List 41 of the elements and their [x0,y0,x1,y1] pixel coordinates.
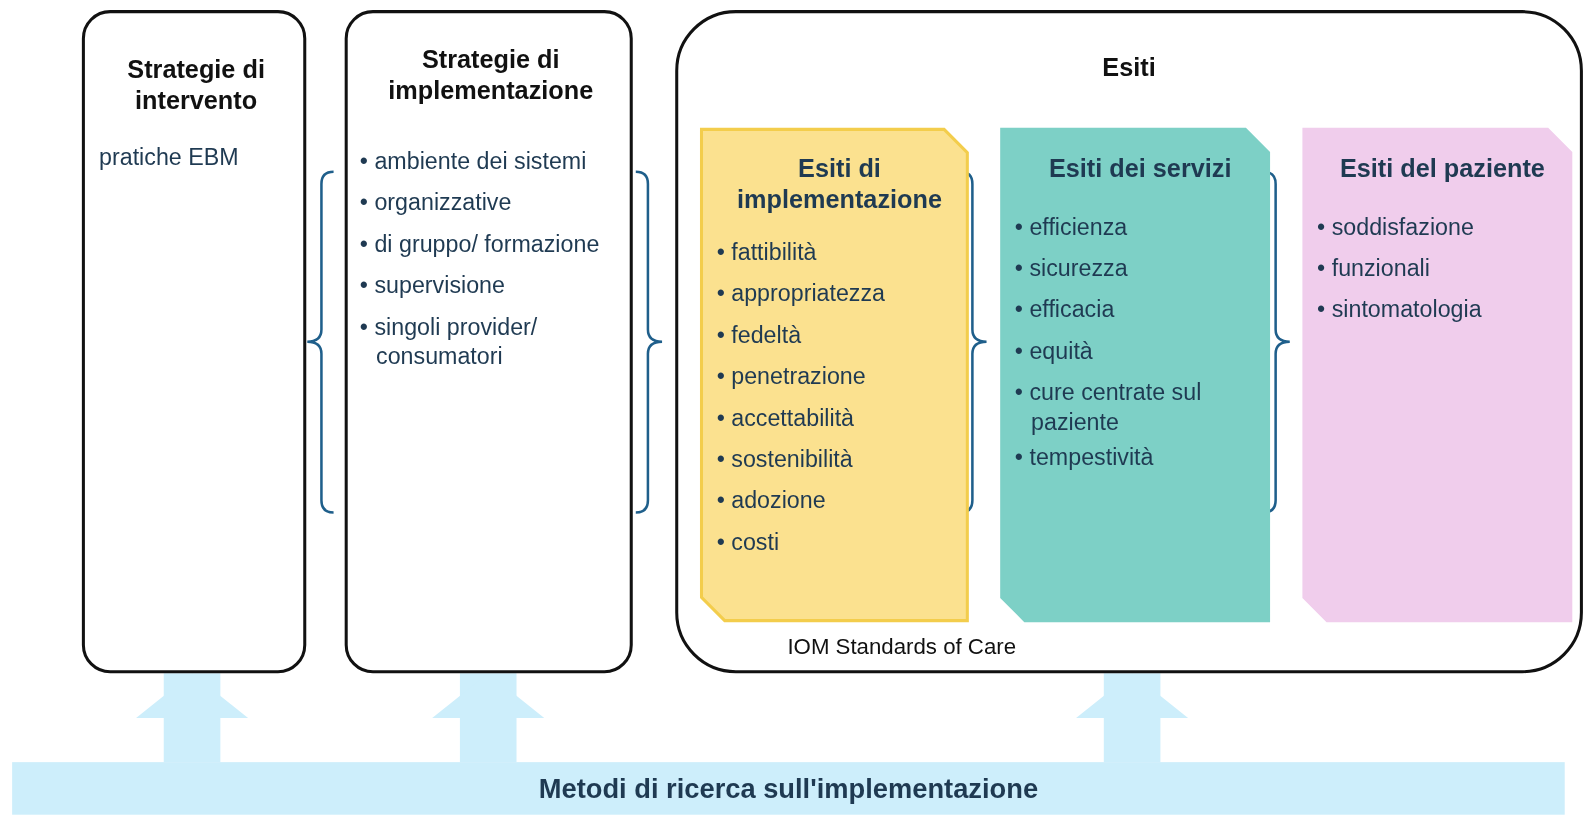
bullet-item: • equità [1014,336,1094,366]
banner-bar [12,762,1565,815]
bullet-item: • tempestività [1014,442,1155,472]
bullet-item: • ambiente dei sistemi [359,146,587,176]
bullet-item: • penetrazione [716,361,867,392]
bullet-item: • sintomatologia [1317,295,1483,325]
bullet-item: • singoli provider/ consumatori [359,312,539,371]
bullet-item: • organizzative [359,188,513,218]
bullet-item: • efficacia [1014,295,1116,325]
bullet-item: • adozione [716,486,827,516]
rounded-box [81,10,307,674]
heading: Esiti dei servizi [1047,152,1233,184]
heading: Esiti del paziente [1338,152,1546,184]
body-text: pratiche EBM [99,142,240,172]
block-arrow [1075,673,1189,763]
heading: Strategie di intervento [126,53,266,117]
block-arrow [431,673,545,763]
bullet-item: • sicurezza [1014,253,1129,283]
note-text: IOM Standards of Care [787,632,1017,662]
heading: Strategie di implementazione [387,43,595,107]
heading: Esiti [1101,51,1157,83]
bullet-item: • sostenibilità [716,444,854,475]
bullet-item: • funzionali [1317,253,1431,283]
bullet-item: • efficienza [1014,212,1129,242]
bullet-item: • fedeltà [716,320,803,350]
outcome-panel [1000,128,1270,622]
bullet-item: • cure centrate sul paziente [1014,378,1203,437]
banner-title: Metodi di ricerca sull'implementazione [538,772,1039,805]
bullet-item: • appropriatezza [716,279,887,309]
outcome-panel [1302,128,1572,622]
bullet-item: • accettabilità [716,403,856,433]
heading: Esiti di implementazione [735,152,943,216]
outcome-panel [700,128,969,622]
bullet-item: • costi [716,527,781,557]
rounded-box [675,10,1583,674]
bullet-item: • supervisione [359,270,506,301]
bullet-item: • fattibilità [716,237,818,267]
bullet-item: • soddisfazione [1317,212,1475,242]
rounded-box [344,10,633,674]
bullet-item: • di gruppo/ formazione [359,229,600,259]
block-arrow [135,673,249,763]
